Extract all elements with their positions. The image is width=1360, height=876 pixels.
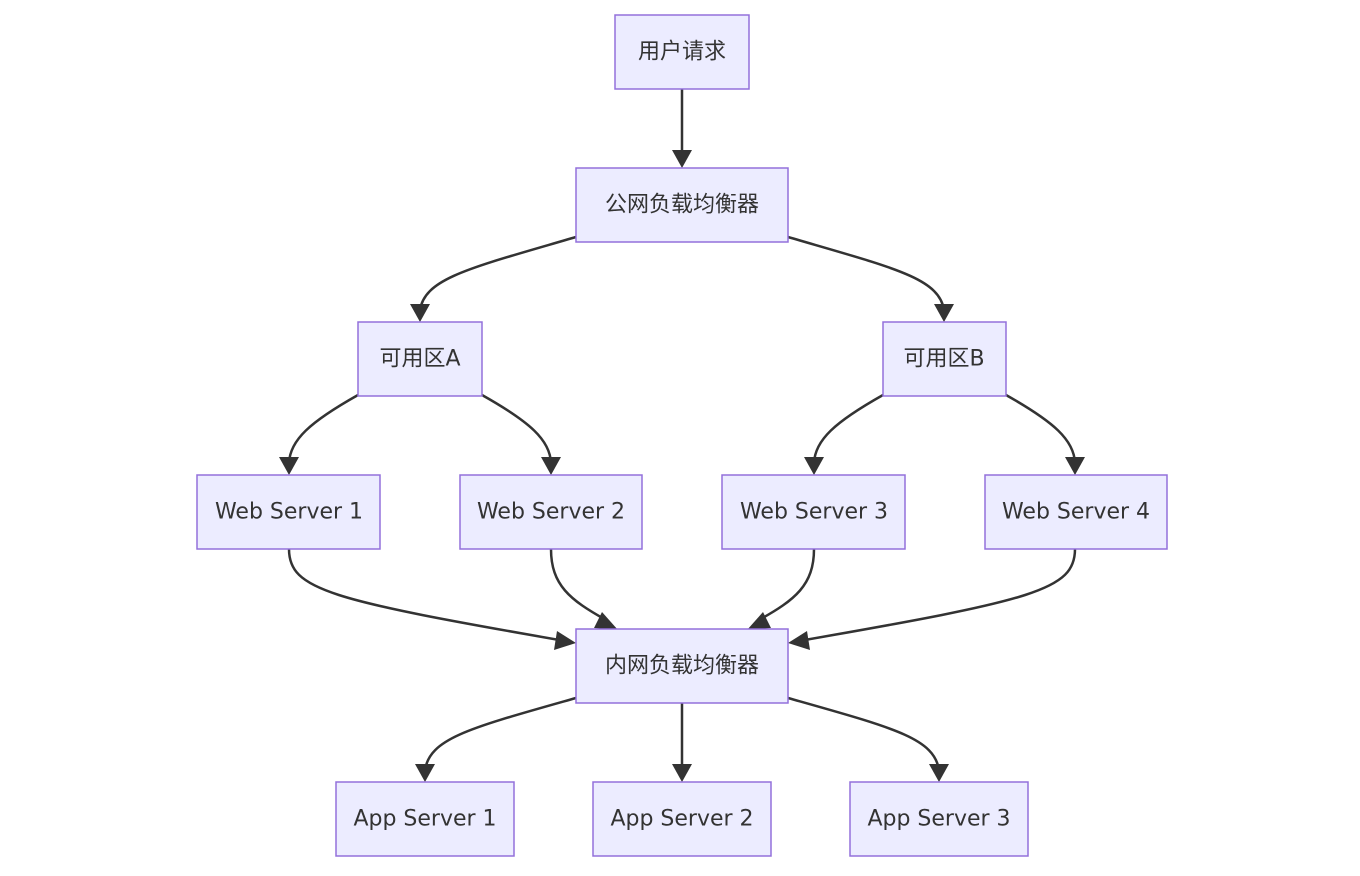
- node-public-lb[interactable]: 公网负载均衡器: [575, 167, 789, 243]
- arrowhead-zone-a: [410, 304, 430, 322]
- edge-web4-to-internal-lb: [798, 548, 1077, 643]
- node-internal-lb-label: 内网负载均衡器: [605, 654, 759, 679]
- edge-web2-to-internal-lb: [549, 548, 607, 622]
- arrowhead-web4: [1065, 457, 1085, 475]
- arrowhead-web1: [279, 457, 299, 475]
- node-web-server-2-label: Web Server 2: [477, 500, 625, 525]
- edges: [279, 89, 1085, 782]
- node-app-server-1[interactable]: App Server 1: [335, 781, 515, 857]
- arrowhead-app3: [929, 764, 949, 782]
- arrowhead-internal-lb-2: [594, 612, 618, 630]
- node-web-server-1[interactable]: Web Server 1: [196, 474, 381, 550]
- arrowhead-web3: [804, 457, 824, 475]
- arrowhead-zone-b: [934, 304, 954, 322]
- node-app-server-3-label: App Server 3: [867, 807, 1010, 832]
- node-app-server-3[interactable]: App Server 3: [849, 781, 1029, 857]
- node-web-server-2[interactable]: Web Server 2: [459, 474, 643, 550]
- arrowhead-app1: [415, 764, 435, 782]
- node-web-server-3[interactable]: Web Server 3: [721, 474, 906, 550]
- node-app-server-2[interactable]: App Server 2: [592, 781, 772, 857]
- node-internal-lb[interactable]: 内网负载均衡器: [575, 628, 789, 704]
- edge-zone-b-to-web4: [1005, 393, 1077, 464]
- edge-zone-b-to-web3: [812, 393, 884, 464]
- node-web-server-3-label: Web Server 3: [740, 500, 888, 525]
- arrowhead-web2: [541, 457, 561, 475]
- node-zone-a[interactable]: 可用区A: [357, 321, 483, 397]
- nodes: 用户请求 公网负载均衡器 可用区A 可用区B Web Server 1 Web …: [196, 14, 1168, 857]
- node-app-server-2-label: App Server 2: [610, 807, 753, 832]
- arrowhead-app2: [672, 764, 692, 782]
- arrowhead-internal-lb-4: [788, 631, 810, 650]
- node-zone-a-label: 可用区A: [379, 347, 460, 372]
- node-zone-b-label: 可用区B: [903, 347, 984, 372]
- edge-web3-to-internal-lb: [758, 548, 816, 622]
- node-app-server-1-label: App Server 1: [353, 807, 496, 832]
- node-public-lb-label: 公网负载均衡器: [605, 193, 759, 218]
- arrowhead-internal-lb-3: [747, 612, 771, 630]
- arrowhead-public-lb: [672, 150, 692, 168]
- edge-zone-a-to-web1: [287, 393, 359, 464]
- edge-public-lb-to-zone-b: [787, 235, 946, 311]
- edge-web1-to-internal-lb: [287, 548, 566, 643]
- node-web-server-1-label: Web Server 1: [215, 500, 363, 525]
- node-user-request-label: 用户请求: [638, 40, 726, 65]
- node-web-server-4[interactable]: Web Server 4: [984, 474, 1168, 550]
- edge-internal-lb-to-app3: [787, 696, 941, 771]
- node-user-request[interactable]: 用户请求: [614, 14, 750, 90]
- edge-public-lb-to-zone-a: [418, 235, 577, 311]
- edge-internal-lb-to-app1: [423, 696, 577, 771]
- arrowhead-internal-lb-1: [554, 631, 576, 650]
- node-web-server-4-label: Web Server 4: [1002, 500, 1150, 525]
- edge-zone-a-to-web2: [481, 393, 553, 464]
- node-zone-b[interactable]: 可用区B: [882, 321, 1007, 397]
